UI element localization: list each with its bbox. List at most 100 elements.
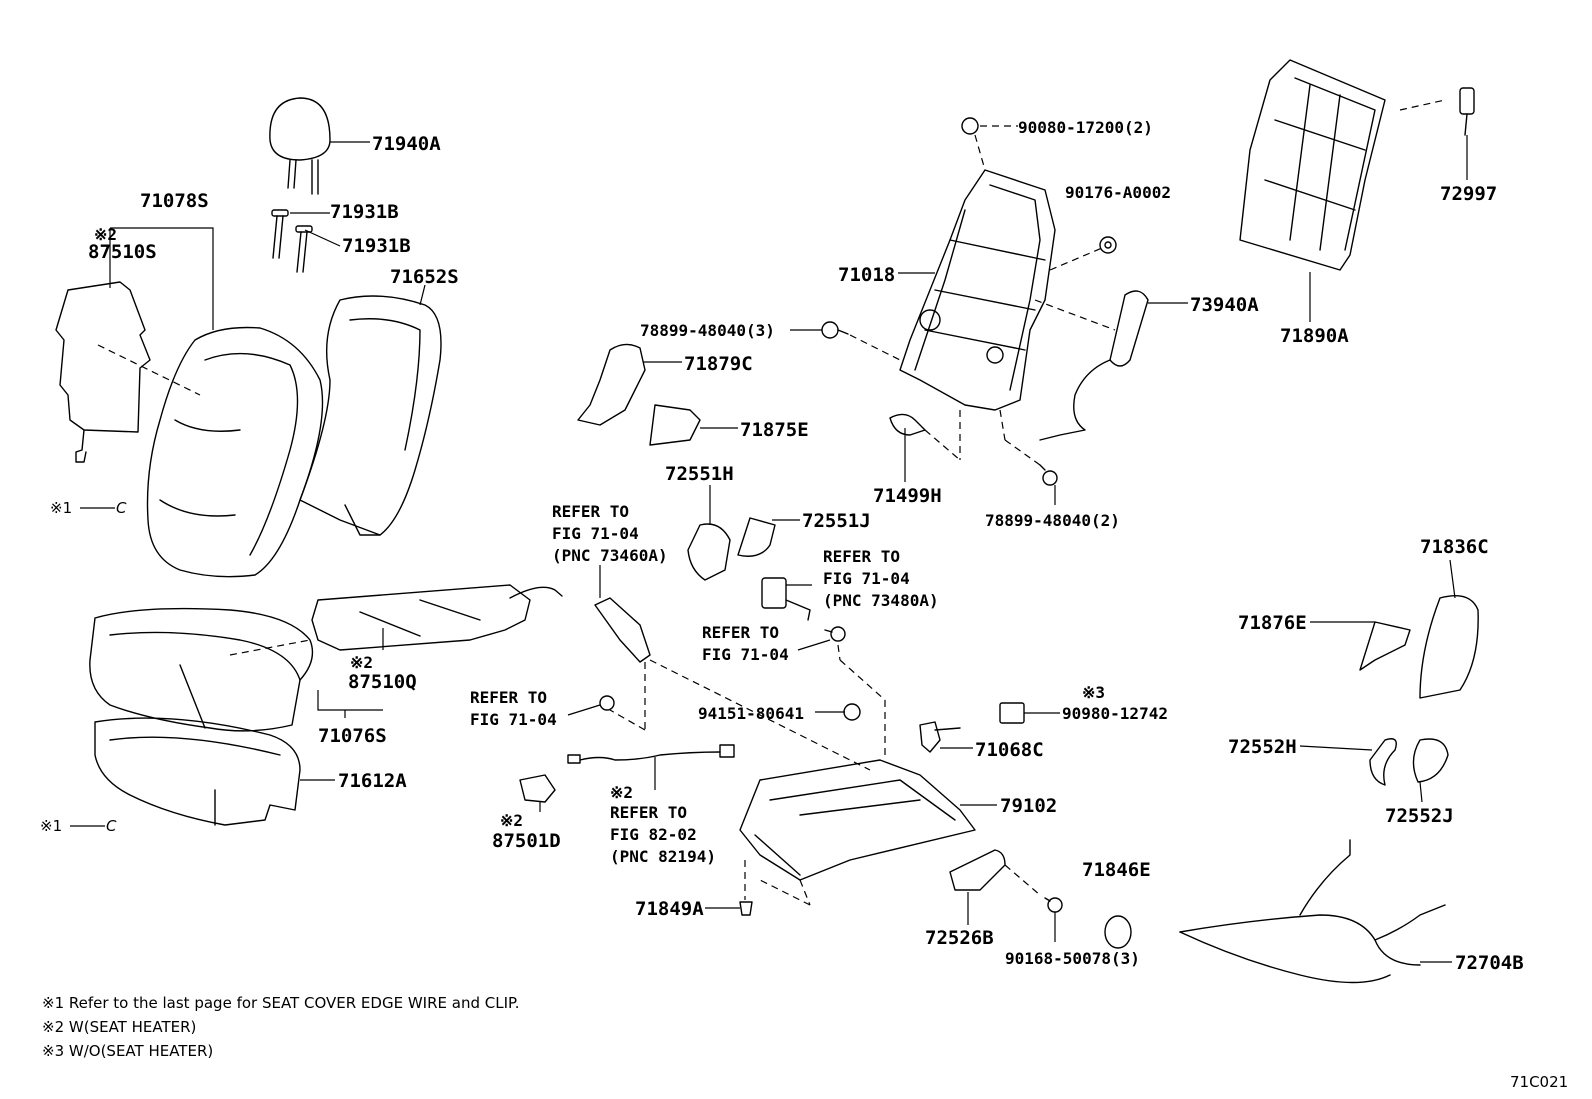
label-79102: 79102	[1000, 795, 1057, 817]
label-94151-80641: 94151-80641	[698, 704, 804, 723]
refer-1-line1: REFER TO	[552, 502, 629, 521]
footnote-1: ※1 Refer to the last page for SEAT COVER…	[42, 994, 519, 1012]
label-72552h: 72552H	[1228, 736, 1297, 758]
label-72551j: 72551J	[802, 510, 871, 532]
seatback-cover-drawing	[146, 326, 324, 578]
label-71499h: 71499H	[873, 485, 942, 507]
recliner-cover-drawing	[889, 410, 961, 461]
back-heater-pad-drawing	[55, 281, 201, 463]
label-71846e: 71846E	[1082, 859, 1151, 881]
label-71940a: 71940A	[372, 133, 441, 155]
nut-94151-drawing	[843, 703, 861, 721]
label-71931b-upper: 71931B	[330, 201, 399, 223]
label-90168-50078: 90168-50078(3)	[1005, 949, 1140, 968]
label-90080-17200: 90080-17200(2)	[1018, 118, 1153, 137]
label-71068c: 71068C	[975, 739, 1044, 761]
side-airbag-drawing	[1039, 290, 1149, 441]
bolt-78899-3-drawing	[821, 321, 901, 361]
footnote-3: ※3 W/O(SEAT HEATER)	[42, 1042, 213, 1060]
label-71876e: 71876E	[1238, 612, 1307, 634]
label-71890a: 71890A	[1280, 325, 1349, 347]
label-71879c: 71879C	[684, 353, 753, 375]
buckle-drawing	[594, 597, 871, 771]
headrest-drawing	[269, 97, 331, 195]
refer-1-line3: (PNC 73460A)	[552, 546, 668, 565]
footnote-2: ※2 W(SEAT HEATER)	[42, 1018, 196, 1036]
leader-lines	[70, 135, 1468, 963]
refer-5-line2: FIG 82-02	[610, 825, 697, 844]
refer-2-line1: REFER TO	[823, 547, 900, 566]
bolt-78899-2-drawing	[999, 409, 1058, 486]
cushion-cover-drawing	[89, 607, 314, 732]
shield-71879c-drawing	[577, 343, 646, 426]
heater-switch-drawing	[519, 774, 556, 803]
mark-note-1-upper: ※1	[50, 499, 72, 517]
mark-heater-3: ※2	[500, 811, 523, 830]
label-71652s: 71652S	[390, 266, 459, 288]
switch-73480a-drawing	[761, 577, 811, 621]
mark-heater-1: ※2	[94, 225, 117, 244]
label-72552j: 72552J	[1385, 805, 1454, 827]
grommet-drawing	[599, 695, 615, 711]
side-cover-71836c-drawing	[1419, 595, 1479, 699]
seatback-frame-drawing	[899, 134, 1116, 411]
label-72551h: 72551H	[665, 463, 734, 485]
cap-71846e-drawing	[1104, 915, 1132, 949]
refer-1-line2: FIG 71-04	[552, 524, 639, 543]
label-72704b: 72704B	[1455, 952, 1524, 974]
label-72526b: 72526B	[925, 927, 994, 949]
label-71612a: 71612A	[338, 770, 407, 792]
label-71875e: 71875E	[740, 419, 809, 441]
covers-72552-drawing	[1369, 738, 1449, 786]
bracket-71876e-drawing	[1359, 621, 1411, 671]
label-72997: 72997	[1440, 183, 1497, 205]
cable-72704b-drawing	[1179, 839, 1446, 984]
seatback-board-drawing	[1239, 59, 1446, 271]
label-71076s: 71076S	[318, 725, 387, 747]
mark-without-heater: ※3	[1082, 683, 1105, 702]
mark-heater-2: ※2	[350, 653, 373, 672]
refer-3-line1: REFER TO	[702, 623, 779, 642]
mark-heater-4: ※2	[610, 783, 633, 802]
refer-5-line1: REFER TO	[610, 803, 687, 822]
refer-3-line2: FIG 71-04	[702, 645, 789, 664]
mark-note-1-lower: ※1	[40, 817, 62, 835]
pin-71849a-drawing	[739, 901, 753, 916]
refer-2-line2: FIG 71-04	[823, 569, 910, 588]
cover-71875e-drawing	[649, 404, 701, 446]
label-71018: 71018	[838, 264, 895, 286]
cushion-pad-drawing	[94, 717, 301, 826]
nut-90176-drawing	[1099, 236, 1117, 254]
covers-72551-drawing	[687, 517, 776, 581]
refer-4-line1: REFER TO	[470, 688, 547, 707]
refer-4-line2: FIG 71-04	[470, 710, 557, 729]
label-87501d: 87501D	[492, 830, 561, 852]
clip-symbol-upper: C	[116, 499, 127, 517]
label-78899-48040-2: 78899-48040(2)	[985, 511, 1120, 530]
label-78899-48040-3: 78899-48040(3)	[640, 321, 775, 340]
connector-90980-drawing	[999, 702, 1025, 724]
cushion-heater-drawing	[229, 584, 563, 656]
label-87510s: 87510S	[88, 241, 157, 263]
label-90176-a0002: 90176-A0002	[1065, 183, 1171, 202]
bolt-90168-drawing	[1044, 897, 1063, 913]
label-90980-12742: 90980-12742	[1062, 704, 1168, 723]
headrest-guides-drawing	[271, 209, 313, 273]
cover-72526b-drawing	[949, 849, 1041, 896]
lever-71068c-drawing	[919, 721, 961, 753]
seatback-pad-drawing	[299, 295, 442, 536]
label-71849a: 71849A	[635, 898, 704, 920]
label-71931b-lower: 71931B	[342, 235, 411, 257]
label-87510q: 87510Q	[348, 671, 417, 693]
figure-id: 71C021	[1510, 1073, 1568, 1091]
label-71078s: 71078S	[140, 190, 209, 212]
refer-2-line3: (PNC 73480A)	[823, 591, 939, 610]
bolt-refer-drawing	[824, 626, 886, 701]
label-71836c: 71836C	[1420, 536, 1489, 558]
bolt-90080-drawing	[961, 117, 1018, 135]
clip-symbol-lower: C	[106, 817, 117, 835]
seat-track-drawing	[739, 700, 976, 906]
label-73940a: 73940A	[1190, 294, 1259, 316]
